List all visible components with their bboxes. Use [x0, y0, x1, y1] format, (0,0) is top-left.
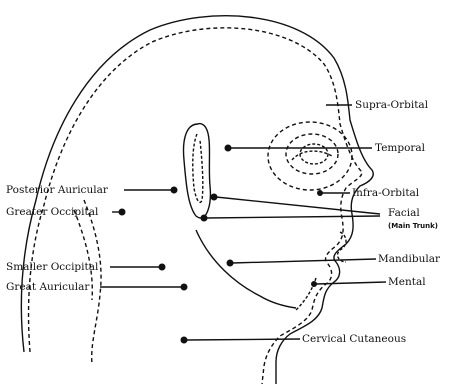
eye-ring-outer: [268, 122, 352, 190]
label-infra-orbital: Infra-Orbital: [352, 187, 420, 199]
eye-ring-middle: [286, 134, 338, 174]
label-supra-orbital: Supra-Orbital: [355, 99, 429, 111]
dot-facial-1: [211, 194, 218, 201]
label-greater-occipital: Greater Occipital: [6, 206, 99, 218]
dot-great-auricular: [181, 284, 188, 291]
jaw-line: [196, 230, 296, 308]
dot-mandibular: [227, 260, 234, 267]
label-temporal: Temporal: [375, 142, 426, 154]
dot-infra-orbital: [317, 190, 323, 196]
leader-cervical: [186, 339, 300, 340]
ear-outline: [184, 124, 211, 218]
dot-smaller-occipital: [159, 264, 166, 271]
leader-mental: [316, 282, 386, 284]
label-great-auricular: Great Auricular: [6, 281, 90, 293]
dot-posterior-auricular: [171, 187, 178, 194]
eye-ring-inner: [300, 144, 328, 164]
leader-mandibular: [232, 259, 376, 263]
label-facial-sub: (Main Trunk): [388, 222, 438, 230]
dot-mental: [311, 281, 317, 287]
leader-facial-2: [206, 216, 380, 218]
label-posterior-auricular: Posterior Auricular: [6, 184, 109, 196]
ear-inner: [193, 134, 203, 202]
label-mandibular: Mandibular: [378, 253, 441, 265]
label-facial: Facial: [388, 207, 420, 219]
dot-greater-occipital: [119, 209, 126, 216]
label-mental: Mental: [388, 276, 426, 288]
dot-temporal: [225, 145, 232, 152]
dot-cervical: [181, 337, 188, 344]
label-cervical-cutaneous: Cervical Cutaneous: [302, 333, 406, 345]
label-smaller-occipital: Smaller Occipital: [6, 261, 99, 273]
dot-facial-2: [201, 215, 208, 222]
leader-facial-1: [216, 197, 380, 214]
